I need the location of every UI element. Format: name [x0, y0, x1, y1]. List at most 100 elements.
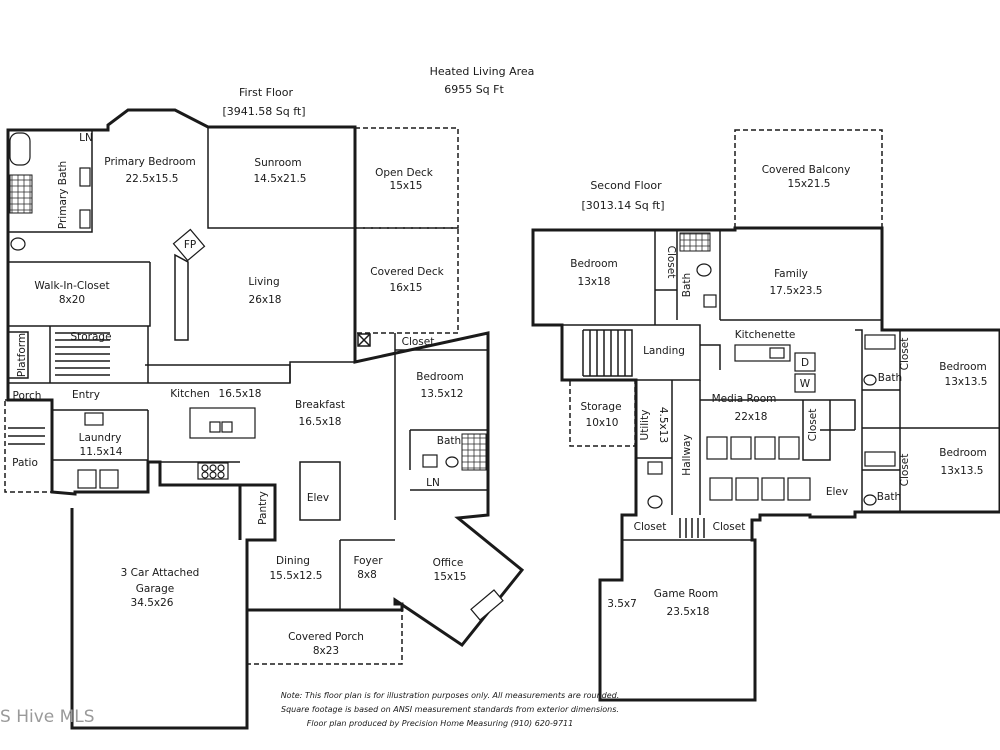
media-room-dims: 22x18: [735, 411, 768, 423]
garage-walls: [70, 508, 249, 730]
first-floor-title: First Floor: [239, 86, 293, 99]
garage-label-2: Garage: [136, 583, 174, 595]
office-label: Office: [433, 557, 464, 569]
heated-area-total: 6955 Sq Ft: [444, 83, 504, 96]
hallway-label: Hallway: [681, 434, 693, 475]
porch-label: Porch: [13, 390, 42, 402]
second-floor-sqft: [3013.14 Sq ft]: [581, 199, 664, 212]
walk-in-closet-label: Walk-In-Closet: [34, 280, 109, 292]
second-floor-outline: [531, 226, 1000, 702]
fp-label: FP: [184, 239, 196, 251]
dryer-label: D: [801, 357, 809, 369]
first-floor-outline: [6, 108, 525, 648]
elev-label: Elev: [307, 492, 329, 504]
foyer-label: Foyer: [353, 555, 383, 567]
closet-a-label: Closet: [665, 246, 677, 279]
bedroom-left-label: Bedroom: [570, 258, 618, 270]
garage-label: 3 Car Attached: [121, 567, 200, 579]
storage-area: [569, 379, 636, 447]
ln-label-top: LN: [79, 132, 93, 144]
covered-balcony-label: Covered Balcony: [762, 164, 851, 176]
bath-label: Bath: [437, 435, 461, 447]
kitchen-dims: 16.5x18: [219, 388, 262, 400]
open-deck-dims: 15x15: [390, 180, 423, 192]
bedroom-r1-dims: 13x13.5: [945, 376, 988, 388]
laundry-label: Laundry: [79, 432, 122, 444]
bedroom-dims: 13.5x12: [421, 388, 464, 400]
disclaimer-note-3: Floor plan produced by Precision Home Me…: [307, 719, 573, 728]
breakfast-dims: 16.5x18: [299, 416, 342, 428]
open-deck-label: Open Deck: [375, 167, 434, 179]
covered-balcony-dims: 15x21.5: [788, 178, 831, 190]
dryer-icon: [794, 352, 816, 372]
sunroom-dims: 14.5x21.5: [254, 173, 307, 185]
bedroom-left-dims: 13x18: [578, 276, 611, 288]
disclaimer-note-1: Note: This floor plan is for illustratio…: [281, 691, 620, 700]
sunroom-label: Sunroom: [254, 157, 301, 169]
covered-deck-dims: 16x15: [390, 282, 423, 294]
storage-dims-2f: 10x10: [586, 417, 619, 429]
fireplace-icon: [172, 228, 206, 262]
kitchenette-label: Kitchenette: [735, 329, 796, 341]
bedroom-r2-dims: 13x13.5: [941, 465, 984, 477]
platform-label: Platform: [16, 333, 28, 377]
covered-deck-label: Covered Deck: [370, 266, 444, 278]
patio-area: [4, 399, 53, 493]
game-room-dims: 23.5x18: [667, 606, 710, 618]
dining-label: Dining: [276, 555, 310, 567]
media-room-label: Media Room: [712, 393, 777, 405]
bath-c-label: Bath: [877, 491, 901, 503]
bath-a-label: Bath: [681, 273, 693, 297]
first-floor-plan: LN Primary Bath Primary Bedroom 22.5x15.…: [4, 108, 525, 730]
breakfast-label: Breakfast: [295, 399, 345, 411]
washer-label: W: [800, 378, 811, 390]
washer-icon: [794, 373, 816, 393]
primary-bedroom-label: Primary Bedroom: [104, 156, 195, 168]
covered-deck-area: [354, 227, 459, 334]
toilet-icon: [10, 237, 26, 251]
ln-label-lower: LN: [426, 477, 440, 489]
landing-label: Landing: [643, 345, 685, 357]
entry-label: Entry: [72, 389, 100, 401]
second-floor-title: Second Floor: [590, 179, 662, 192]
office-dims: 15x15: [434, 571, 467, 583]
media-seats: [706, 436, 811, 501]
nook-dims: 3.5x7: [607, 598, 637, 610]
patio-label: Patio: [12, 457, 38, 469]
bathtub-icon: [9, 132, 31, 166]
closet-f-label: Closet: [713, 521, 746, 533]
disclaimer-note-2: Square footage is based on ANSI measurem…: [281, 705, 619, 714]
living-dims: 26x18: [249, 294, 282, 306]
closet-d-label: Closet: [899, 454, 911, 487]
closet-c-label: Closet: [807, 409, 819, 442]
covered-porch-dims: 8x23: [313, 645, 339, 657]
primary-bath-label: Primary Bath: [57, 161, 69, 229]
storage-label-2f: Storage: [580, 401, 621, 413]
watermark-text: S Hive MLS: [0, 707, 95, 727]
family-dims: 17.5x23.5: [770, 285, 823, 297]
bedroom-label: Bedroom: [416, 371, 464, 383]
foyer-dims: 8x8: [357, 569, 377, 581]
first-floor-sqft: [3941.58 Sq ft]: [222, 105, 305, 118]
garage-dims: 34.5x26: [131, 597, 174, 609]
pantry-label: Pantry: [257, 491, 269, 525]
elev-label-2f: Elev: [826, 486, 848, 498]
utility-dims: 4.5x13: [657, 407, 669, 443]
heated-area-title: Heated Living Area: [430, 65, 535, 78]
living-label: Living: [248, 276, 279, 288]
closet-e-label: Closet: [634, 521, 667, 533]
laundry-dims: 11.5x14: [80, 446, 123, 458]
family-label: Family: [774, 268, 808, 280]
bedroom-r1-label: Bedroom: [939, 361, 987, 373]
storage-label: Storage: [70, 331, 111, 343]
walk-in-closet-dims: 8x20: [59, 294, 85, 306]
covered-balcony-area: [734, 129, 883, 229]
game-room-label: Game Room: [654, 588, 719, 600]
closet-b-label: Closet: [899, 338, 911, 371]
dining-dims: 15.5x12.5: [270, 570, 323, 582]
bath-b-label: Bath: [878, 372, 902, 384]
covered-porch-label: Covered Porch: [288, 631, 364, 643]
second-floor-plan: Covered Balcony 15x21.5 Bedroom 13x18 Cl…: [531, 129, 1000, 702]
